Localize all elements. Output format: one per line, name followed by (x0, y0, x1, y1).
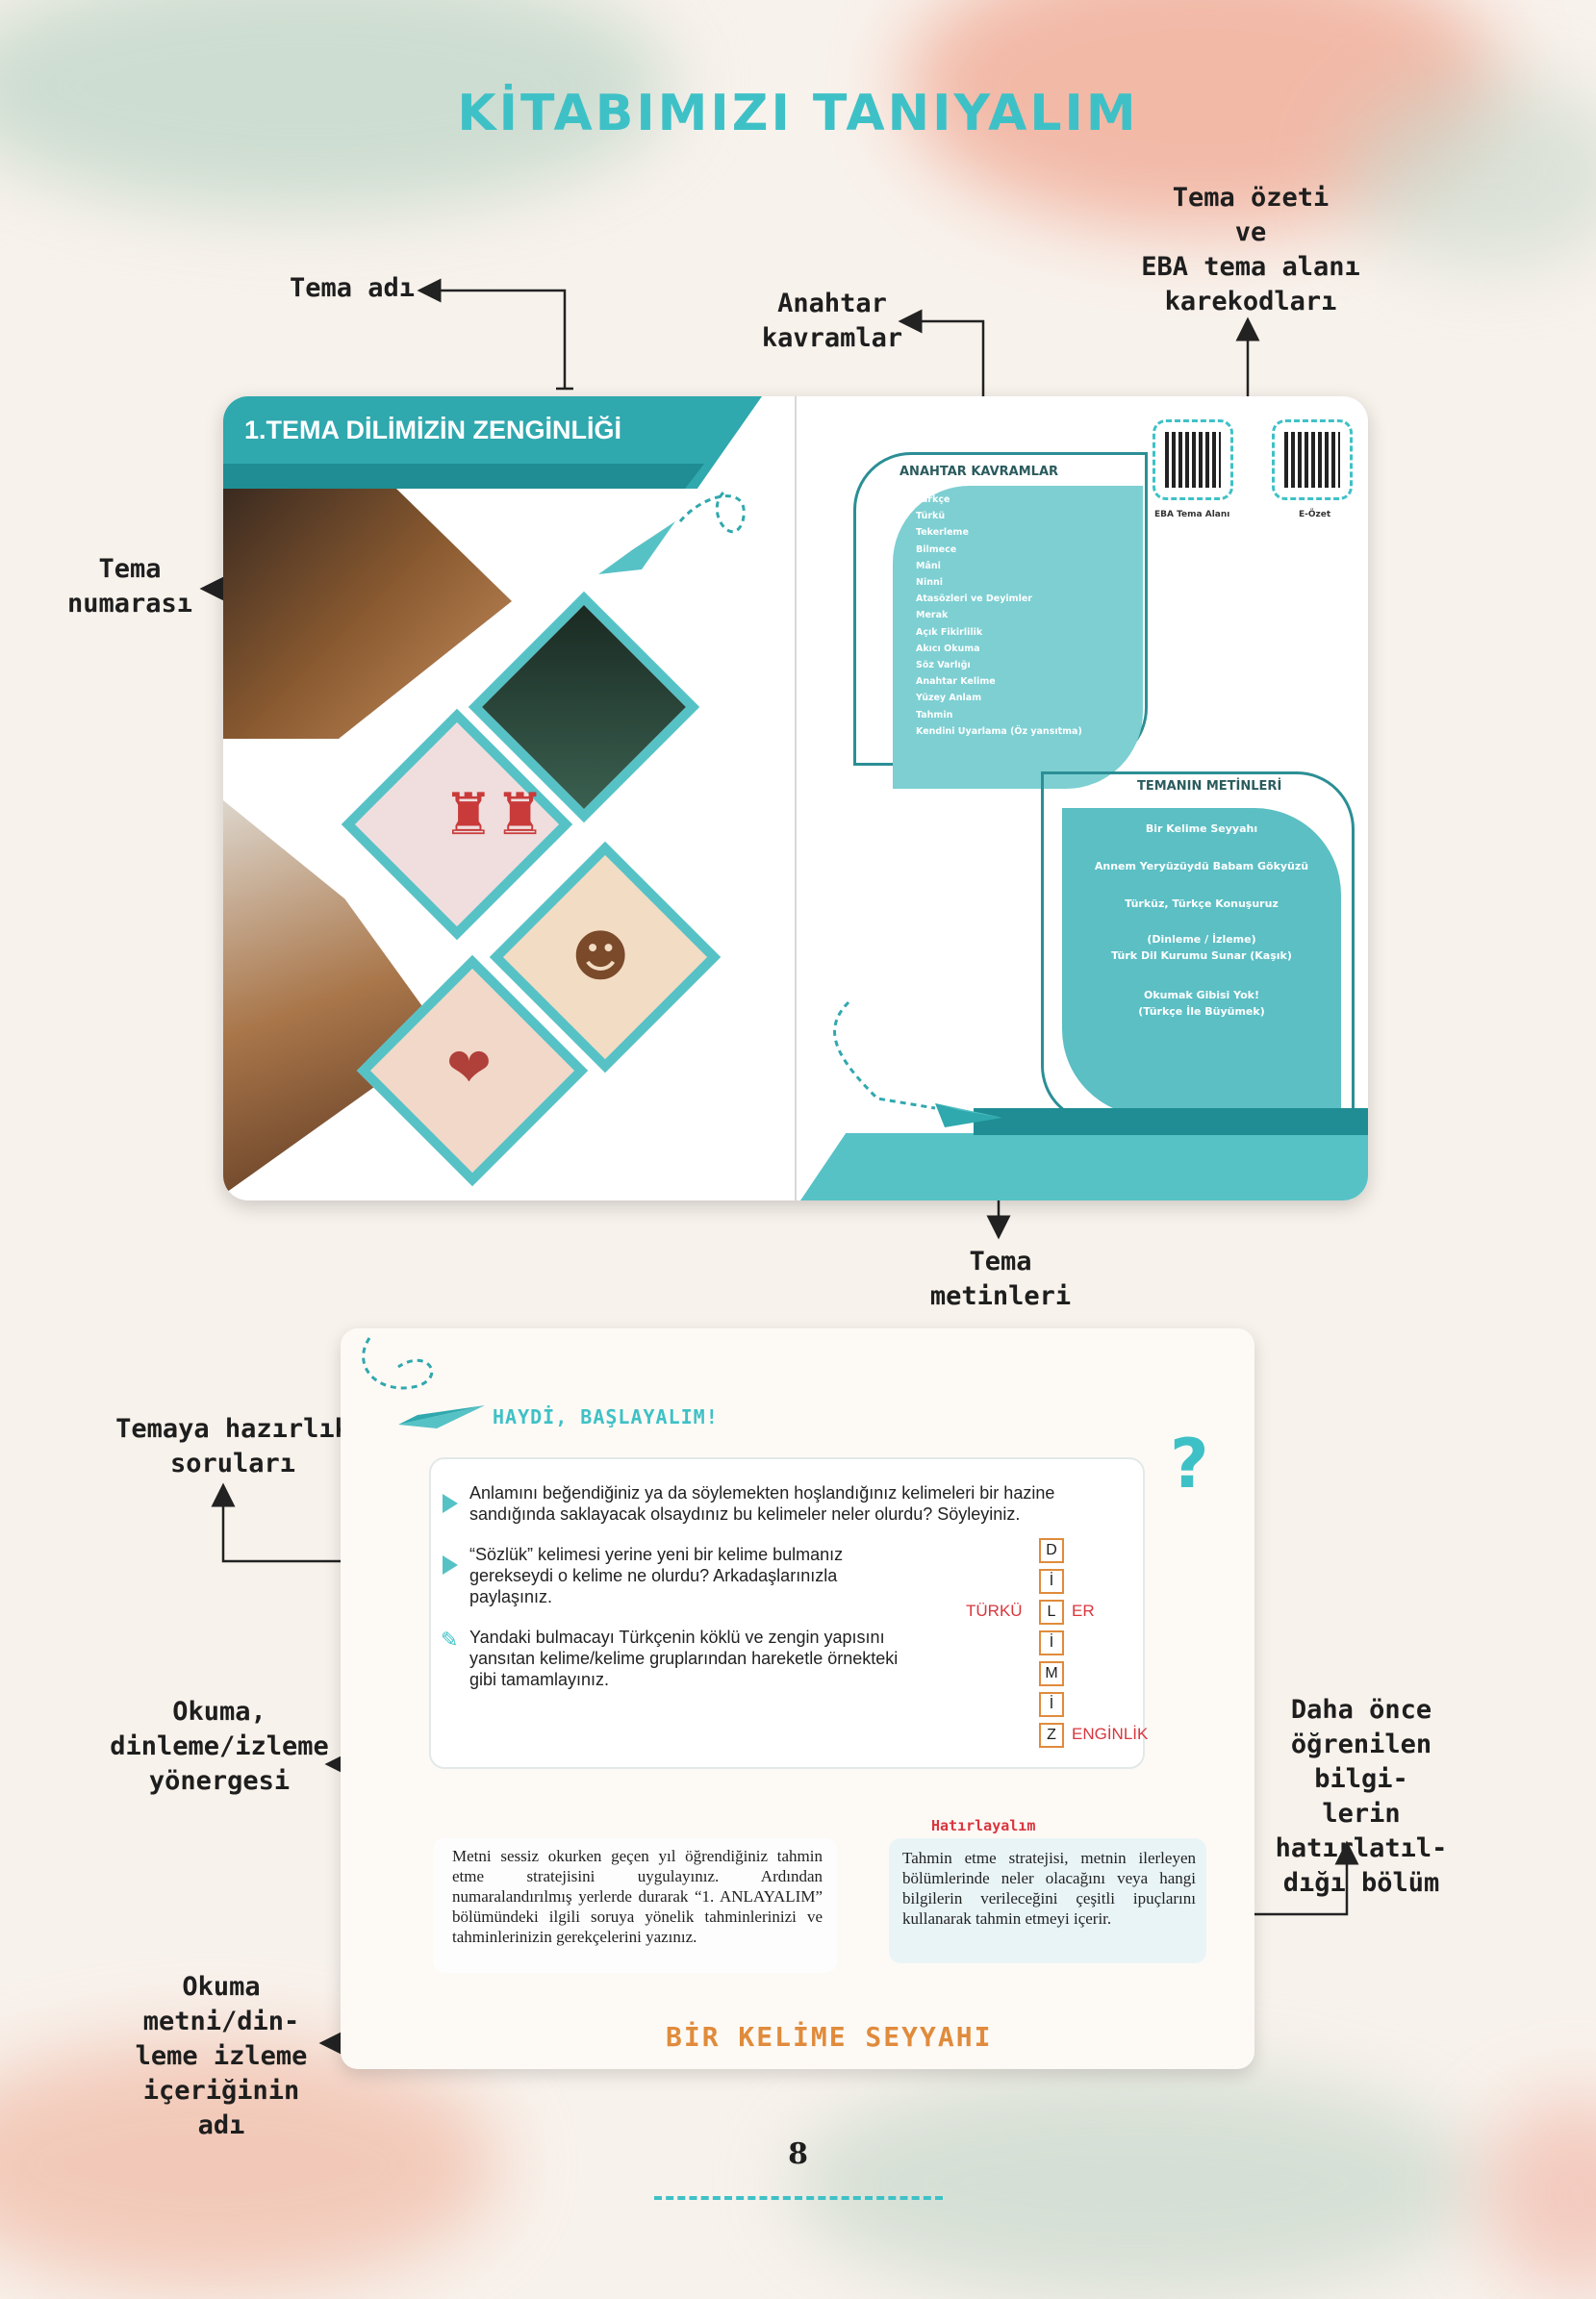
keyword-item: Merak (916, 610, 949, 621)
theme-banner-stripe (223, 464, 704, 489)
paper-plane-icon-right (833, 1000, 1002, 1127)
text-title: BİR KELİME SEYYAHI (666, 2021, 993, 2053)
recall-text: Tahmin etme stratejisi, metnin ilerleyen… (902, 1849, 1196, 1928)
puzzle-cell: D (1039, 1538, 1064, 1563)
section-plane-icon (398, 1405, 485, 1428)
bullet-arrow-icon (443, 1494, 458, 1513)
keyword-item: Akıcı Okuma (916, 643, 980, 654)
man-figure-icon: ☻ (571, 923, 630, 989)
recall-title: Hatırlayalım (931, 1817, 1036, 1834)
page-number: 8 (788, 2137, 808, 2171)
bg-wash-green (0, 0, 673, 212)
keyword-item: Anahtar Kelime (916, 676, 996, 688)
puzzle-cell: M (1039, 1661, 1064, 1686)
theme-text-item: Okumak Gibisi Yok! (Türkçe İle Büyümek) (1138, 989, 1265, 1018)
callout-okuma-metni: Okuma metni/din- leme izleme içeriğinin … (135, 1972, 308, 2140)
bullet-arrow-icon (443, 1555, 458, 1575)
callout-tema-ozeti: Tema özeti ve EBA tema alanı karekodları (1141, 183, 1360, 316)
question-2: “Sözlük” kelimesi yerine yeni bir kelime… (469, 1545, 844, 1606)
theme-text-item: Bir Kelime Seyyahı (1145, 822, 1258, 835)
theme-title: 1.TEMA DİLİMİZİN ZENGİNLİĞİ (244, 416, 621, 444)
keyword-item: Ninni (916, 577, 943, 589)
bg-wash-green-right (1347, 77, 1596, 269)
theme-text-item: Türküz, Türkçe Konuşuruz (1125, 897, 1279, 910)
theme-text-item: Annem Yeryüzüydü Babam Gökyüzü (1094, 860, 1309, 872)
paper-plane-icon (598, 491, 746, 574)
questions-box: Anlamını beğendiğiniz ya da söylemekten … (429, 1457, 1145, 1769)
qr-code-ozet[interactable] (1272, 419, 1353, 500)
callout-anahtar-kavramlar: Anahtar kavramlar (761, 289, 903, 353)
theme-text-item: (Dinleme / İzleme) Türk Dil Kurumu Sunar… (1111, 933, 1292, 962)
question-mark-icon: ? (1170, 1425, 1209, 1503)
book-spread: 1.TEMA DİLİMİZİN ZENGİNLİĞİ ♜♜ ☻ ❤ ANAHT… (223, 396, 1368, 1200)
puppet-icon: ♜♜ (443, 781, 546, 848)
mother-figure-icon: ❤ (446, 1037, 492, 1099)
puzzle-cell: L (1039, 1600, 1064, 1625)
question-3: Yandaki bulmacayı Türkçenin köklü ve zen… (469, 1628, 899, 1689)
keyword-item: Atasözleri ve Deyimler (916, 594, 1032, 605)
callout-hazirlik-sorulari: Temaya hazırlık soruları (115, 1414, 350, 1478)
callout-daha-once: Daha önce öğrenilen bilgi- lerin hatırla… (1275, 1695, 1448, 1898)
keywords-list: Türkçe Türkü Tekerleme Bilmece Mâni Ninn… (916, 492, 1082, 740)
page-number-dashes (654, 2196, 943, 2200)
question-1: Anlamını beğendiğiniz ya da söylemekten … (469, 1483, 1055, 1524)
texts-panel (1062, 808, 1341, 1116)
puzzle-word-left: TÜRKÜ (966, 1602, 1023, 1620)
puzzle-cell: Z (1039, 1723, 1064, 1748)
page-title: KİTABIMIZI TANIYALIM (457, 85, 1139, 142)
keyword-item: Türkü (916, 511, 946, 522)
qr-label-ozet: E-Özet (1299, 510, 1331, 519)
callout-tema-metinleri: Tema metinleri (929, 1247, 1072, 1311)
puzzle-cell: İ (1039, 1630, 1064, 1655)
section-title: HAYDİ, BAŞLAYALIM! (493, 1405, 719, 1428)
keyword-item: Tekerleme (916, 527, 969, 539)
reading-instruction: Metni sessiz okurken geçen yıl öğrendiği… (452, 1847, 823, 1946)
callout-tema-numarasi: Tema numarası (66, 554, 193, 619)
keyword-item: Açık Fikirlilik (916, 626, 983, 638)
puzzle-word-right: ER (1072, 1602, 1095, 1620)
qr-code-eba[interactable] (1153, 419, 1233, 500)
keyword-item: Söz Varlığı (916, 660, 971, 671)
callout-tema-adi: Tema adı (289, 273, 416, 303)
bg-wash-peach (0, 2039, 500, 2289)
photo-welder (223, 489, 512, 739)
puzzle-word-right: ENGİNLİK (1072, 1725, 1149, 1743)
keywords-header: ANAHTAR KAVRAMLAR (899, 465, 1059, 479)
qr-label-eba: EBA Tema Alanı (1154, 510, 1230, 519)
spread-gutter (795, 396, 797, 1200)
bottom-slab (800, 1133, 1368, 1200)
recall-box (889, 1838, 1206, 1963)
keyword-item: Mâni (916, 560, 941, 571)
keywords-panel (893, 486, 1143, 789)
keyword-item: Türkçe (916, 494, 950, 505)
keyword-item: Kendini Uyarlama (Öz yansıtma) (916, 725, 1082, 737)
reading-instruction-box (433, 1838, 837, 1973)
puzzle-cell: İ (1039, 1569, 1064, 1594)
lesson-page: HAYDİ, BAŞLAYALIM! ? Anlamını beğendiğin… (341, 1328, 1254, 2069)
keyword-item: Yüzey Anlam (916, 693, 982, 704)
callout-okuma-yonergesi: Okuma, dinleme/izleme yönergesi (110, 1697, 329, 1796)
keyword-item: Bilmece (916, 543, 957, 555)
keyword-item: Tahmin (916, 709, 953, 720)
pencil-icon: ✎ (441, 1629, 459, 1653)
keywords-box: ANAHTAR KAVRAMLAR Türkçe Türkü Tekerleme… (853, 452, 1148, 789)
texts-header: TEMANIN METİNLERİ (1137, 779, 1282, 794)
dotted-swirl (362, 1337, 434, 1390)
puzzle-cell: İ (1039, 1692, 1064, 1717)
bottom-slab-dark (974, 1108, 1368, 1135)
